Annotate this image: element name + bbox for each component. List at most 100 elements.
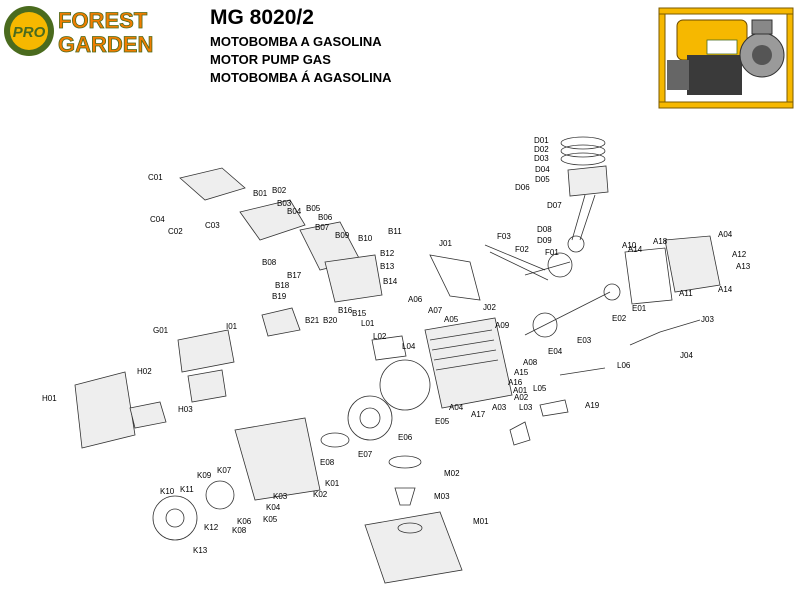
part-label-l04: L04: [402, 342, 416, 351]
piston-ring-3-part: [560, 152, 606, 166]
oil-dipstick-part: [509, 421, 531, 446]
recoil-center-part: [165, 508, 185, 528]
part-label-k10: K10: [160, 487, 175, 496]
part-label-j01: J01: [439, 239, 452, 248]
crank-bearing-part: [603, 283, 621, 301]
part-label-a04: A04: [718, 230, 733, 239]
part-label-i01: I01: [226, 322, 238, 331]
part-label-d04: D04: [535, 165, 550, 174]
part-label-f03: F03: [497, 232, 511, 241]
rocker-box-part: [324, 254, 383, 303]
part-label-a19: A19: [585, 401, 600, 410]
part-label-d07: D07: [547, 201, 562, 210]
part-label-j03: J03: [701, 315, 714, 324]
part-label-k13: K13: [193, 546, 208, 555]
part-label-d06: D06: [515, 183, 530, 192]
part-label-f01: F01: [545, 248, 559, 257]
piston-ring-1-part: [560, 136, 606, 150]
fan-housing-part: [234, 417, 321, 501]
recoil-starter-part: [152, 495, 198, 541]
governor-lever-part: [429, 254, 481, 301]
part-label-a11: A11: [679, 289, 693, 298]
logo-line1: FOREST: [58, 8, 148, 33]
part-label-b04: B04: [287, 207, 302, 216]
part-label-b21: B21: [305, 316, 320, 325]
part-label-e03: E03: [577, 336, 592, 345]
part-label-e01: E01: [632, 304, 647, 313]
part-label-k05: K05: [263, 515, 278, 524]
part-label-m02: M02: [444, 469, 460, 478]
part-label-b10: B10: [358, 234, 373, 243]
part-label-b18: B18: [275, 281, 290, 290]
part-label-e06: E06: [398, 433, 413, 442]
part-label-k06: K06: [237, 517, 252, 526]
fuel-cap-part: [388, 455, 422, 469]
part-label-b11: B11: [388, 227, 402, 236]
part-label-k09: K09: [197, 471, 212, 480]
part-label-a08: A08: [523, 358, 538, 367]
part-label-c01: C01: [148, 173, 163, 182]
crank-web-part: [532, 312, 558, 338]
part-label-b09: B09: [335, 231, 350, 240]
model-number: MG 8020/2: [210, 6, 314, 29]
ignition-coil-part: [371, 335, 407, 361]
piston-ring-2-part: [560, 144, 606, 158]
part-label-l03: L03: [519, 403, 533, 412]
part-label-b02: B02: [272, 186, 287, 195]
crankcase-cover-part: [664, 235, 721, 293]
part-label-a15: A15: [514, 368, 529, 377]
pump-product-photo: [647, 0, 800, 114]
part-label-k07: K07: [217, 466, 232, 475]
part-label-e04: E04: [548, 347, 563, 356]
part-label-a02: A02: [514, 393, 529, 402]
part-label-e02: E02: [612, 314, 627, 323]
throttle-cable-part: [629, 319, 701, 346]
forest-garden-logo: PRO FOREST GARDEN: [4, 6, 154, 57]
part-label-b06: B06: [318, 213, 333, 222]
part-label-b03: B03: [277, 199, 292, 208]
part-label-j04: J04: [680, 351, 693, 360]
part-label-a14: A14: [718, 285, 733, 294]
part-label-d05: D05: [535, 175, 550, 184]
part-label-a07: A07: [428, 306, 443, 315]
part-label-b12: B12: [380, 249, 395, 258]
part-label-d01: D01: [534, 136, 549, 145]
oil-sensor-part: [559, 367, 606, 376]
part-label-k04: K04: [266, 503, 281, 512]
part-label-l02: L02: [373, 332, 387, 341]
part-label-j02: J02: [483, 303, 496, 312]
carburetor-part: [261, 307, 301, 337]
rod-big-end-part: [567, 235, 585, 253]
part-label-a14: A14: [628, 245, 643, 254]
part-label-b08: B08: [262, 258, 277, 267]
part-label-l05: L05: [533, 384, 547, 393]
part-label-b20: B20: [323, 316, 338, 325]
camshaft-part: [524, 261, 571, 276]
cam-gear-part: [547, 252, 573, 278]
part-label-b01: B01: [253, 189, 268, 198]
part-label-d02: D02: [534, 145, 549, 154]
flywheel-part: [379, 359, 431, 411]
part-label-a04: A04: [449, 403, 464, 412]
part-label-k01: K01: [325, 479, 340, 488]
part-label-c03: C03: [205, 221, 220, 230]
logo-badge-text: PRO: [13, 24, 46, 41]
part-label-g01: G01: [153, 326, 169, 335]
part-label-d03: D03: [534, 154, 549, 163]
part-label-l01: L01: [361, 319, 375, 328]
cylinder-fins-part: [429, 329, 499, 371]
title-galician: MOTOBOMBA Á AGASOLINA: [210, 70, 392, 85]
part-label-b05: B05: [306, 204, 321, 213]
part-label-l06: L06: [617, 361, 631, 370]
part-label-a12: A12: [732, 250, 747, 259]
fan-hub-part: [359, 407, 381, 429]
air-filter-cover-part: [177, 329, 235, 373]
recoil-pulley-part: [205, 480, 235, 510]
cylinder-head-part: [239, 199, 306, 241]
air-filter-element-part: [187, 369, 227, 403]
piston-part: [567, 165, 609, 197]
logo-line2: GARDEN: [58, 32, 153, 57]
starter-pulley-part: [320, 432, 350, 448]
fuel-tank-neck-part: [397, 522, 423, 534]
logo-badge-inner: [10, 12, 48, 50]
